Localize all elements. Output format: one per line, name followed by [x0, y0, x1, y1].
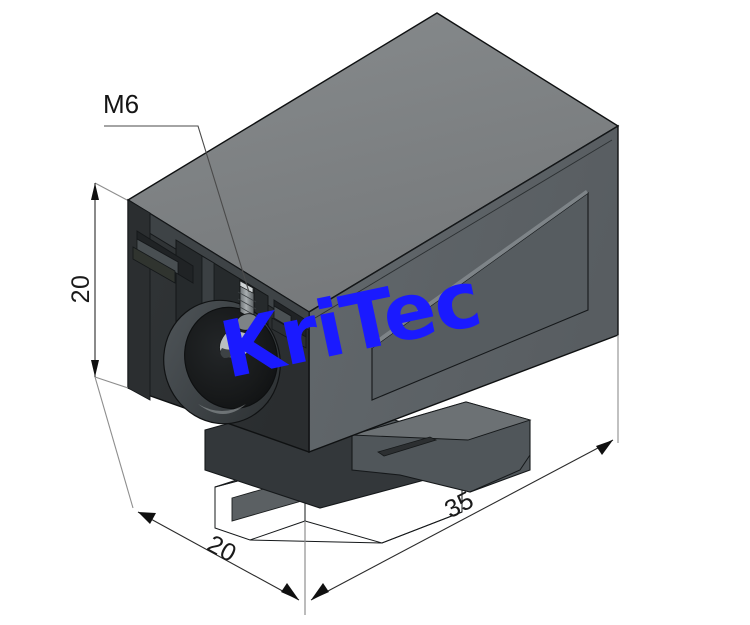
- mounting-pad-outline: [469, 420, 531, 493]
- l-slot-upper-left: [132, 230, 194, 284]
- thread-callout-leader-line: [104, 125, 250, 293]
- thread-callout-label: M6: [103, 89, 139, 119]
- right-face-inset-highlight: [369, 190, 588, 348]
- height-dim-ext-top: [94, 182, 128, 201]
- bearing-bore: [163, 299, 281, 425]
- thread-callout-leader: [104, 125, 250, 293]
- height-dimension-group: 20: [67, 182, 129, 389]
- l-slot-right-face: [273, 305, 292, 329]
- right-face-inset-panel: [371, 191, 589, 401]
- bearing-bottom-gloss: [198, 404, 246, 414]
- l-slot-right-shadow: [271, 317, 307, 349]
- fastener-head: [235, 313, 259, 331]
- front-face-left-wall: [127, 199, 151, 401]
- mounting-pad: [351, 401, 532, 493]
- height-dim-value: 20: [67, 275, 95, 304]
- mounting-pad-groove: [377, 436, 438, 457]
- height-dim-arrow-bottom: [91, 360, 99, 377]
- l-slot-upper-left-shadow: [132, 246, 176, 284]
- bearing-inner-shade: [220, 346, 238, 358]
- depth-dim-line: [137, 511, 300, 601]
- depth-dim-ext-left: [94, 376, 134, 509]
- fastener-tip-highlight: [239, 280, 254, 294]
- depth-dim-value: 20: [202, 530, 241, 568]
- part-solid-body: [126, 12, 620, 544]
- top-face-front-edge: [308, 125, 619, 313]
- height-dim-ext-bottom: [94, 376, 129, 389]
- l-slot-upper-left-face: [136, 238, 179, 275]
- height-dim-arrow-top: [91, 183, 99, 200]
- base-foot-bottom-edge: [249, 511, 463, 544]
- width-dim-arrow-left: [311, 583, 329, 600]
- l-slot-right-arm: [271, 299, 307, 349]
- top-face-seam-line: [314, 139, 613, 319]
- depth-dim-arrow-right: [281, 583, 299, 600]
- width-dim-line: [310, 439, 614, 601]
- threaded-fastener: [235, 279, 259, 331]
- width-dim-arrow-right: [596, 440, 613, 455]
- depth-dim-arrow-left: [138, 512, 156, 524]
